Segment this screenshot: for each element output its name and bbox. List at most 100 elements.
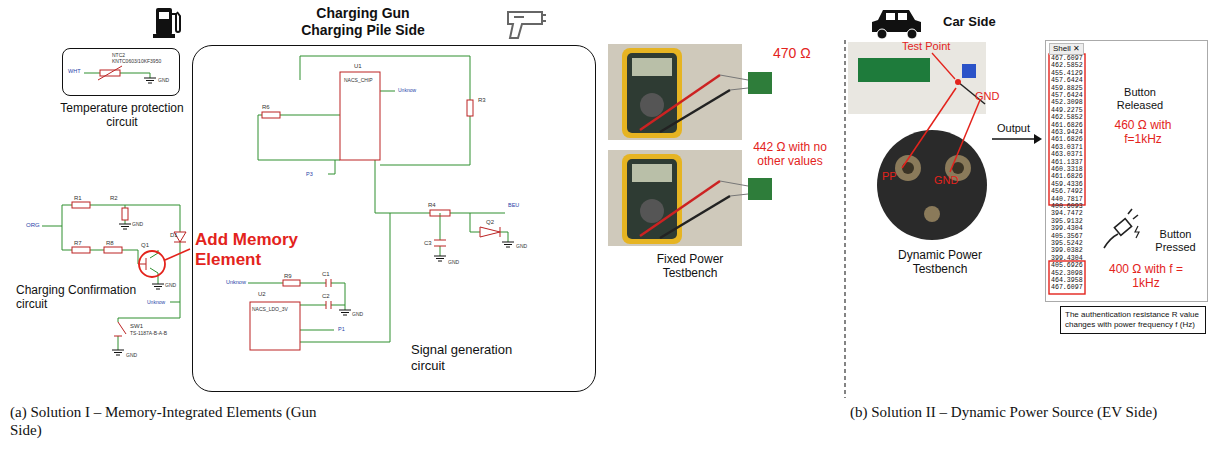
text-label: 399.4304	[1051, 226, 1083, 233]
text-label: Q1	[141, 242, 149, 249]
text-label: 467.6097	[1051, 56, 1083, 63]
text-label: Fixed Power Testbench	[650, 252, 730, 281]
text-label: 400.6093	[1051, 204, 1083, 211]
text-label: 405.6926	[1051, 263, 1083, 270]
text-label: 400 Ω with f = 1kHz	[1094, 262, 1198, 291]
text-label: (b) Solution II – Dynamic Power Source (…	[850, 403, 1205, 421]
text-label: 467.6097	[1051, 285, 1083, 292]
text-label: PP	[882, 170, 897, 183]
text-label: Test Point	[902, 40, 950, 53]
text-label: 395.5242	[1051, 241, 1083, 248]
signal-schematic	[248, 56, 514, 350]
text-label: 463.0371	[1051, 145, 1083, 152]
text-label: 459.8825	[1051, 86, 1083, 93]
text-label: NACS_LDO_3V	[252, 306, 288, 312]
text-label: R4	[428, 202, 436, 209]
text-label: 455.4129	[1051, 71, 1083, 78]
ntc-schematic	[84, 66, 156, 83]
text-label: GND	[975, 90, 999, 103]
text-label: 463.9424	[1051, 130, 1083, 137]
text-label: C2	[322, 293, 330, 300]
text-label: 461.6826	[1051, 123, 1083, 130]
text-label: 405.3567	[1051, 234, 1083, 241]
text-label: Add Memory Element	[195, 230, 305, 271]
plug-icon	[1104, 209, 1139, 248]
text-label: 452.3098	[1051, 100, 1083, 107]
text-label: C1	[322, 271, 330, 278]
breadboard-photo	[848, 42, 986, 114]
text-label: NACS_CHIP	[344, 77, 373, 83]
text-label: (a) Solution I – Memory-Integrated Eleme…	[10, 403, 320, 439]
text-label: 399.0382	[1051, 248, 1083, 255]
text-label: 470 Ω	[773, 45, 811, 62]
text-label: D1	[170, 232, 178, 239]
text-label: R8	[106, 240, 114, 247]
connector-photo	[877, 88, 987, 240]
text-label: 461.6826	[1051, 174, 1083, 181]
text-label: GND	[132, 221, 143, 227]
text-label: R9	[284, 273, 292, 280]
text-label: R3	[478, 97, 486, 104]
text-label: GND	[165, 282, 176, 288]
car-icon	[872, 10, 921, 39]
text-label: ORG	[26, 222, 40, 229]
text-label: 461.1337	[1051, 160, 1083, 167]
text-label: Q2	[486, 219, 494, 226]
text-label: 456.7492	[1051, 189, 1083, 196]
fuel-pump-icon	[153, 8, 180, 38]
text-label: TS-1187A-B-A-B	[130, 330, 167, 336]
text-label: GND	[516, 243, 527, 249]
text-label: 449.2275	[1051, 108, 1083, 115]
text-label: 452.3098	[1051, 271, 1083, 278]
text-label: Unknow	[398, 87, 416, 93]
text-label: GND	[352, 311, 363, 317]
text-label: Unknow	[226, 279, 246, 286]
box-text: The authentication resistance R value ch…	[1065, 310, 1201, 329]
text-label: 459.4336	[1051, 182, 1083, 189]
text-label: 394.7472	[1051, 211, 1083, 218]
text-label: U1	[354, 63, 362, 70]
text-label: 457.6424	[1051, 93, 1083, 100]
text-label: 440.7817	[1051, 197, 1083, 204]
box-text: Charging Gun Charging Pile Side	[288, 5, 438, 39]
confirmation-schematic	[42, 202, 190, 355]
text-label: WHT	[68, 68, 81, 75]
text-label: GND	[126, 352, 137, 358]
text-label: R7	[74, 240, 82, 247]
text-label: 395.9132	[1051, 219, 1083, 226]
text-label: U2	[258, 291, 266, 298]
text-label: 460.3318	[1051, 167, 1083, 174]
output-arrow	[992, 134, 1042, 144]
text-label: NTC2	[112, 52, 125, 58]
text-label: 464.3958	[1051, 278, 1083, 285]
region-box: The authentication resistance R value ch…	[1060, 306, 1206, 334]
text-label: 463.0371	[1051, 152, 1083, 159]
highlight-box	[1049, 261, 1085, 294]
text-label: C3	[424, 240, 432, 247]
text-label: Button Pressed	[1148, 228, 1203, 254]
text-label: 461.6826	[1051, 137, 1083, 144]
text-label: R1	[74, 195, 82, 202]
region-box: Charging Gun Charging Pile SideSignal ge…	[192, 45, 596, 392]
text-label: Charging Confirmation circuit	[16, 283, 138, 312]
text-label: Button Released	[1105, 86, 1175, 112]
text-label: Dynamic Power Testbench	[885, 248, 995, 277]
multimeter-photo	[608, 44, 772, 140]
text-label: Car Side	[943, 14, 996, 30]
charging-gun-icon	[508, 12, 546, 38]
text-label: 457.6424	[1051, 78, 1083, 85]
text-label: 462.5852	[1051, 63, 1083, 70]
text-label: R2	[110, 195, 118, 202]
text-label: SW1	[130, 323, 143, 330]
text-label: GND	[934, 174, 958, 187]
text-label: Output	[997, 122, 1030, 135]
divider	[844, 40, 845, 398]
multimeter-photo	[608, 150, 772, 246]
text-label: KNTC0603/10KF3950	[112, 58, 161, 64]
text-label: BEU	[508, 202, 519, 209]
box-text: Shell ✕	[1049, 43, 1084, 55]
text-label: 442 Ω with no other values	[740, 140, 840, 169]
text-label: P1	[338, 326, 345, 333]
highlight-box	[1049, 54, 1085, 205]
